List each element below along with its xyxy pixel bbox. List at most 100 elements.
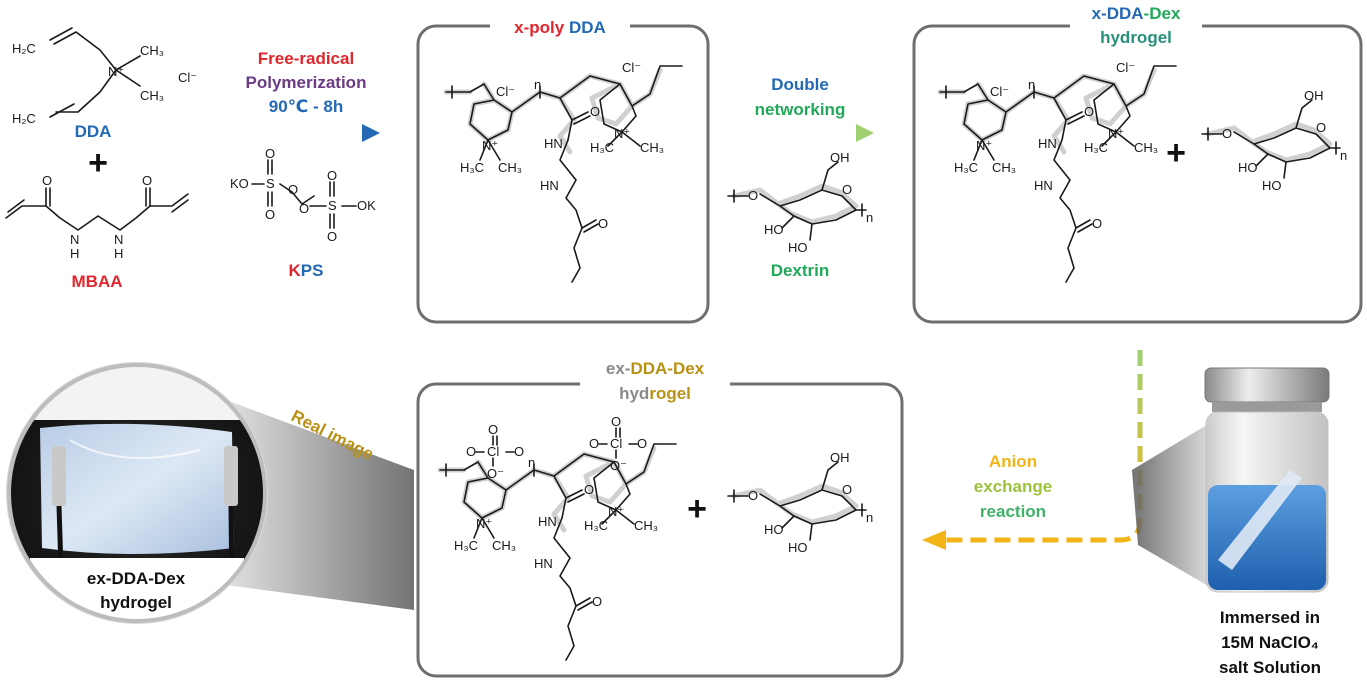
box3-ch3-right: CH₃ [634, 518, 658, 533]
box2-cl-left: Cl⁻ [990, 84, 1009, 99]
box1-n-sub: n [534, 77, 541, 92]
vial [1204, 367, 1330, 593]
box2-nplus-left: N⁺ [976, 138, 992, 153]
box1-title-bg [490, 14, 630, 40]
box3-h3c-right: H₃C [584, 518, 608, 533]
box2-hn-bottom: HN [1034, 178, 1053, 193]
kps-o2: O [265, 207, 275, 222]
polymer-structure-box3: n N⁺ H₃C CH₃ O HN HN O N⁺ H₃C CH₃ [437, 443, 677, 661]
hydrogel-photo [6, 362, 268, 624]
box3-ch3-left: CH₃ [492, 538, 516, 553]
box3-nplus-left: N⁺ [476, 516, 492, 531]
mbaa-label: MBAA [72, 272, 123, 291]
box1-o-bottom: O [598, 216, 608, 231]
polymer-structure-box2: n Cl⁻ Cl⁻ N⁺ H₃C CH₃ O HN HN O N⁺ H₃C CH… [937, 60, 1177, 283]
kps-label: KPS [289, 261, 324, 280]
dda-h2c-bottom: H₂C [12, 111, 36, 126]
box-x-dda-dex [912, 24, 1363, 324]
kps-structure: KO S O O O O S O O OK [230, 146, 376, 244]
box3-title-line2: hydrogel [619, 384, 691, 403]
clo4-left-o-minus: O⁻ [487, 466, 504, 481]
kps-o6: O [327, 229, 337, 244]
box3-h3c-left: H₃C [454, 538, 478, 553]
vial-film [1218, 470, 1302, 570]
box1-cl-right: Cl⁻ [622, 60, 641, 75]
box1-hn-bottom: HN [540, 178, 559, 193]
photo-caption-line1: ex-DDA-Dex [87, 569, 186, 588]
clo4-right-cl: Cl [610, 436, 622, 451]
box1-title-xpoly: x-poly [514, 18, 565, 37]
clo4-left-o-r: O [514, 444, 524, 459]
box2-ch3-left: CH₃ [992, 160, 1016, 175]
box2-h3c-right: H₃C [1084, 140, 1108, 155]
box1-hn-top: HN [544, 136, 563, 151]
dda-h2c-top: H₂C [12, 41, 36, 56]
box3-title-hyd: hyd [619, 384, 649, 403]
box3-dex-ho-2: HO [788, 540, 808, 555]
dextrin-oh: OH [830, 150, 850, 165]
dextrin-ho-1: HO [764, 222, 784, 237]
box3-hn-bottom: HN [534, 556, 553, 571]
photo-film [40, 423, 234, 554]
box2-ch3-right: CH₃ [1134, 140, 1158, 155]
vial-line2: 15M NaClO₄ [1221, 633, 1319, 652]
box2-dex-ho-2: HO [1262, 178, 1282, 193]
clo4-left-cl: Cl [487, 444, 499, 459]
mbaa-nh-left: N [70, 232, 79, 247]
step3-arrowhead [922, 530, 946, 550]
step1-line1: Free-radical [258, 49, 354, 68]
perchlorate-left: O Cl O O O⁻ [466, 422, 524, 481]
clo4-left-o-l: O [466, 444, 476, 459]
dda-ch3-bottom: CH₃ [140, 88, 164, 103]
vial-liquid [1208, 485, 1326, 590]
dda-structure: H₂C H₂C N⁺ CH₃ CH₃ Cl⁻ [12, 27, 197, 126]
step2-line1: Double [771, 75, 829, 94]
box2-nplus-right: N⁺ [1108, 126, 1124, 141]
perchlorate-right: O Cl O O O⁻ [589, 414, 647, 473]
box1-h3c-left: H₃C [460, 160, 484, 175]
box3-dex-o-ring: O [842, 482, 852, 497]
dextrin-ho-2: HO [788, 240, 808, 255]
box2-dex-n: n [1340, 148, 1347, 163]
box2-title-line2: hydrogel [1100, 28, 1172, 47]
box2-title-dex: -Dex [1144, 4, 1181, 23]
mbaa-o-left: O [42, 173, 52, 188]
box3-o-bottom: O [592, 594, 602, 609]
box2-dex-o-link: O [1222, 126, 1232, 141]
vial-line1: Immersed in [1220, 608, 1320, 627]
box3-o-top: O [584, 482, 594, 497]
step2-line2: networking [755, 100, 846, 119]
mbaa-o-right: O [142, 173, 152, 188]
box3-dex-o-link: O [748, 488, 758, 503]
box2-title-bg [1070, 2, 1202, 48]
step3-line1: Anion [989, 452, 1037, 471]
mbaa-structure: O O N H N H [5, 173, 189, 261]
box1-ch3-left: CH₃ [498, 160, 522, 175]
box3-n-sub: n [528, 455, 535, 470]
dda-label: DDA [75, 122, 112, 141]
box3-title-line1: ex-DDA-Dex [606, 359, 705, 378]
box2-o-top: O [1084, 104, 1094, 119]
kps-o3: O [288, 182, 298, 197]
dextrin-structure-box2: O OH O HO HO n [1201, 88, 1347, 193]
clo4-right-o-r: O [637, 436, 647, 451]
box3-dex-oh: OH [830, 450, 850, 465]
box1-ch3-right: CH₃ [640, 140, 664, 155]
box3-title-ex: ex- [606, 359, 631, 378]
dextrin-structure-box3: O OH O HO HO n [727, 450, 873, 555]
box3-plus: + [687, 490, 707, 528]
clo4-left-o-top: O [488, 422, 498, 437]
kps-label-k: K [289, 261, 302, 280]
dda-chloride: Cl⁻ [178, 70, 197, 85]
vial-line3: salt Solution [1219, 658, 1321, 677]
step1-line3: 90℃ - 8h [269, 97, 343, 116]
box3-title-rogel: rogel [649, 384, 691, 403]
clo4-right-o-minus: O⁻ [610, 458, 627, 473]
dextrin-o-ring: O [842, 182, 852, 197]
box2-dex-ho-1: HO [1238, 160, 1258, 175]
step1-arrowhead [362, 124, 380, 142]
mbaa-h-right: H [114, 246, 123, 261]
box2-plus: + [1166, 134, 1186, 172]
step2-arrowhead [856, 124, 874, 142]
